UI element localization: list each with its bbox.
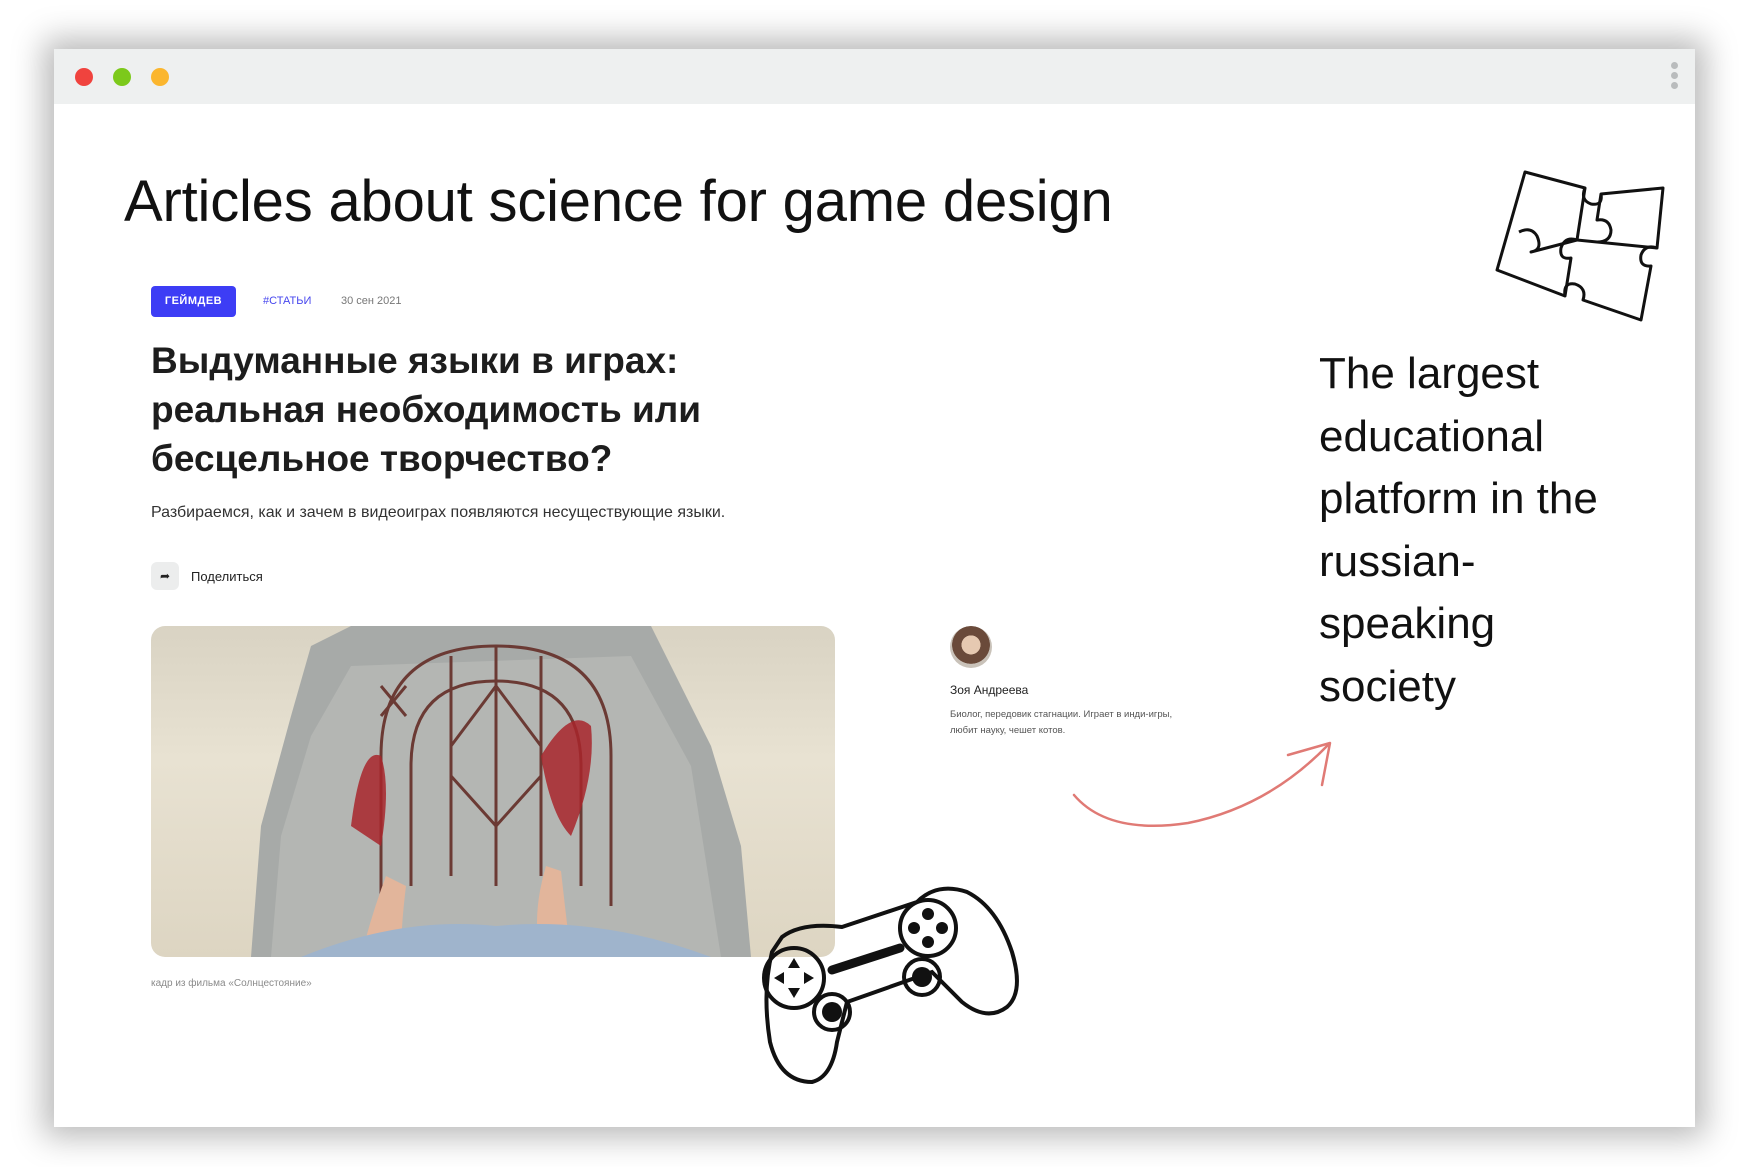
- tag-link[interactable]: #СТАТЬИ: [263, 295, 312, 307]
- puzzle-icon: [1495, 170, 1665, 322]
- promo-text: The largest educational platform in the …: [1319, 349, 1598, 711]
- browser-titlebar: [54, 49, 1695, 104]
- author-bio: Биолог, передовик стагнации. Играет в ин…: [950, 709, 1173, 736]
- category-badge[interactable]: ГЕЙМДЕВ: [151, 286, 236, 317]
- close-window-button[interactable]: [75, 68, 93, 86]
- article-lead: Разбираемся, как и зачем в видеоиграх по…: [151, 504, 726, 521]
- minimize-window-button[interactable]: [151, 68, 169, 86]
- share-arrow-icon: ➦: [151, 562, 179, 590]
- curved-arrow: [1072, 741, 1332, 827]
- article-image: [151, 626, 835, 957]
- article-title: Выдуманные языки в играх: реальная необх…: [151, 340, 701, 479]
- share-button[interactable]: ➦ Поделиться: [151, 562, 263, 590]
- share-label: Поделиться: [191, 568, 263, 584]
- author-name[interactable]: Зоя Андреева: [950, 683, 1029, 697]
- kebab-menu-icon[interactable]: [1671, 62, 1679, 92]
- author-avatar[interactable]: [950, 626, 992, 668]
- slide-heading: Articles about science for game design: [124, 169, 1113, 234]
- publish-date: 30 сен 2021: [341, 295, 402, 307]
- rune-stone-illustration: [251, 626, 751, 957]
- gamepad-icon: [762, 886, 1019, 1085]
- maximize-window-button[interactable]: [113, 68, 131, 86]
- image-caption: кадр из фильма «Солнцестояние»: [151, 978, 312, 989]
